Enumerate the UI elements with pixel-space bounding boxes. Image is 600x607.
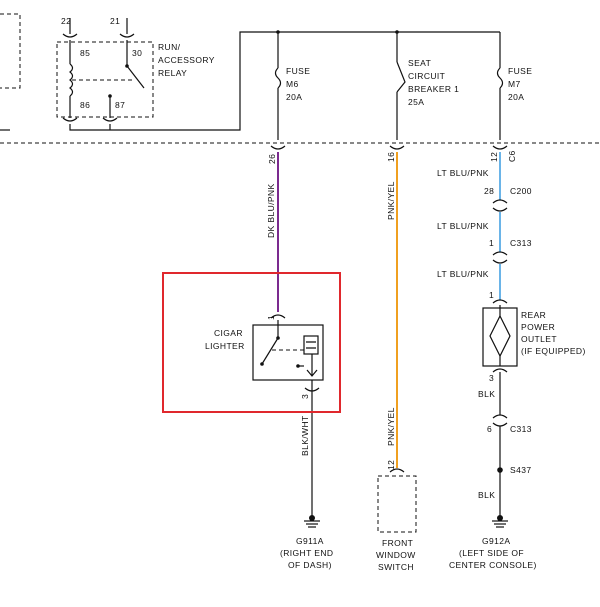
window-label-1: FRONT bbox=[382, 538, 413, 548]
relay-label-1: RUN/ bbox=[158, 42, 181, 52]
breaker-label-1: SEAT bbox=[408, 58, 431, 68]
lighter-wire-top-label: DK BLU/PNK bbox=[266, 183, 276, 238]
g911a-label-2: (RIGHT END bbox=[280, 548, 333, 558]
c6-pin-12: 12 bbox=[489, 152, 499, 162]
outlet-pin-28: 28 bbox=[484, 186, 494, 196]
window-connector bbox=[389, 468, 405, 473]
window-label-2: WINDOW bbox=[376, 550, 416, 560]
relay-pin-30: 30 bbox=[132, 48, 142, 58]
ground-g911a bbox=[304, 515, 320, 528]
g912a-label-3: CENTER CONSOLE) bbox=[449, 560, 537, 570]
relay-label-3: RELAY bbox=[158, 68, 187, 78]
relay-pin-21: 21 bbox=[110, 16, 120, 26]
outlet-label-3: OUTLET bbox=[521, 334, 557, 344]
lighter-label-2: LIGHTER bbox=[205, 341, 245, 351]
highlight-box bbox=[162, 272, 341, 413]
fuse-m6-label-3: 20A bbox=[286, 92, 302, 102]
lighter-connector-bottom bbox=[304, 387, 320, 392]
outlet-feed bbox=[492, 152, 508, 304]
fuse-bus bbox=[274, 30, 504, 140]
relay-label-2: ACCESSORY bbox=[158, 55, 215, 65]
front-window-switch bbox=[377, 475, 417, 533]
fuse-m6-label-1: FUSE bbox=[286, 66, 310, 76]
outlet-pin-6: 6 bbox=[487, 424, 492, 434]
left-edge-fragments bbox=[0, 13, 21, 131]
breaker-label-2: CIRCUIT bbox=[408, 71, 445, 81]
outlet-wire-2-label: LT BLU/PNK bbox=[437, 221, 489, 231]
outlet-label-4: (IF EQUIPPED) bbox=[521, 346, 586, 356]
lighter-label-1: CIGAR bbox=[214, 328, 243, 338]
window-pin-12: 12 bbox=[386, 460, 396, 470]
outlet-wire-3-label: LT BLU/PNK bbox=[437, 269, 489, 279]
c6-name: C6 bbox=[507, 150, 517, 162]
fuse-m6-label-2: M6 bbox=[286, 79, 299, 89]
c200-label: C200 bbox=[510, 186, 532, 196]
outlet-wire-4-label: BLK bbox=[478, 389, 495, 399]
c313-label-b: C313 bbox=[510, 424, 532, 434]
outlet-wire-5-label: BLK bbox=[478, 490, 495, 500]
g912a-label-2: (LEFT SIDE OF bbox=[459, 548, 524, 558]
g911a-label-3: OF DASH) bbox=[288, 560, 332, 570]
relay-pin-22: 22 bbox=[61, 16, 71, 26]
window-label-3: SWITCH bbox=[378, 562, 414, 572]
fuse-m7-label-1: FUSE bbox=[508, 66, 532, 76]
lighter-pin-3: 3 bbox=[300, 394, 310, 399]
splice-s437-dot bbox=[497, 467, 503, 473]
outlet-wire-1-label: LT BLU/PNK bbox=[437, 168, 489, 178]
cigar-lighter bbox=[252, 320, 324, 381]
outlet-ground-path bbox=[492, 368, 508, 516]
breaker-label-3: BREAKER 1 bbox=[408, 84, 459, 94]
g912a-label-1: G912A bbox=[482, 536, 510, 546]
relay-pin-86: 86 bbox=[80, 100, 90, 110]
outlet-pin-3: 3 bbox=[489, 373, 494, 383]
lighter-pin-1: 1 bbox=[266, 315, 276, 320]
ground-g912a bbox=[492, 515, 508, 528]
run-accessory-relay bbox=[56, 18, 500, 131]
relay-pin-85: 85 bbox=[80, 48, 90, 58]
c313-label-a: C313 bbox=[510, 238, 532, 248]
c6-pin-16: 16 bbox=[386, 152, 396, 162]
g911a-label-1: G911A bbox=[296, 536, 324, 546]
lighter-connector-top bbox=[270, 314, 286, 319]
fuse-m7-label-3: 20A bbox=[508, 92, 524, 102]
outlet-label-2: POWER bbox=[521, 322, 555, 332]
window-wire-bottom-label: PNK/YEL bbox=[386, 407, 396, 446]
lighter-wire-bottom-label: BLK/WHT bbox=[300, 415, 310, 456]
outlet-pin-1b: 1 bbox=[489, 290, 494, 300]
rear-power-outlet bbox=[482, 305, 518, 367]
outlet-pin-1a: 1 bbox=[489, 238, 494, 248]
relay-pin-87: 87 bbox=[115, 100, 125, 110]
breaker-label-4: 25A bbox=[408, 97, 424, 107]
c6-pin-26: 26 bbox=[267, 154, 277, 164]
connector-c6 bbox=[270, 145, 508, 150]
outlet-label-1: REAR bbox=[521, 310, 546, 320]
fuse-m7-label-2: M7 bbox=[508, 79, 521, 89]
splice-s437-label: S437 bbox=[510, 465, 531, 475]
window-wire-top-label: PNK/YEL bbox=[386, 181, 396, 220]
